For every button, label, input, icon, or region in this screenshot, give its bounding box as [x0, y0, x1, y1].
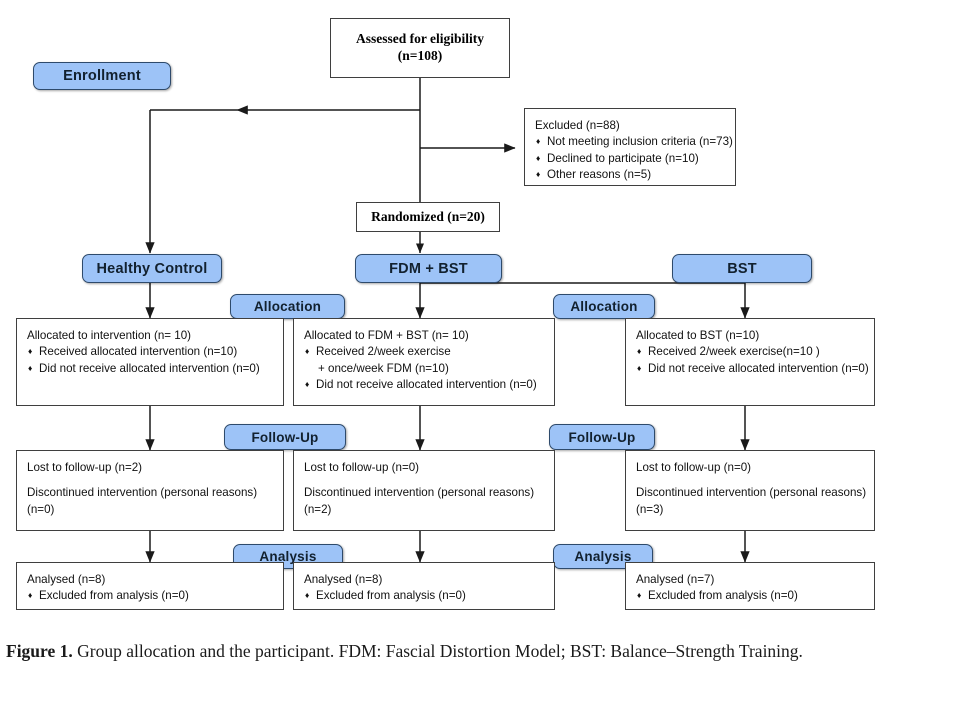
analysis-item: Excluded from analysis (n=0) [636, 588, 864, 604]
excluded-item: Not meeting inclusion criteria (n=73) [535, 134, 733, 150]
figure-caption-text: Group allocation and the participant. FD… [77, 641, 803, 661]
allocation-title: Allocated to FDM + BST (n= 10) [304, 329, 469, 342]
allocation-item: Did not receive allocated intervention (… [304, 377, 544, 393]
spacer [636, 476, 864, 485]
analysis-title: Analysed (n=7) [636, 573, 715, 586]
analysis-item: Excluded from analysis (n=0) [27, 588, 273, 604]
followup-lost: Lost to follow-up (n=0) [304, 461, 420, 474]
stage-pill-analysis-left-label: Analysis [259, 549, 317, 564]
allocation-title: Allocated to intervention (n= 10) [27, 329, 192, 342]
allocation-box-fdm-bst: Allocated to FDM + BST (n= 10) Received … [293, 318, 555, 406]
allocation-box-bst: Allocated to BST (n=10) Received 2/week … [625, 318, 875, 406]
allocation-item: Received 2/week exercise [304, 344, 544, 360]
figure-caption-label: Figure 1. [6, 641, 73, 661]
assessed-line-2: (n=108) [397, 48, 443, 63]
allocation-item: Received 2/week exercise(n=10 ) [636, 344, 864, 360]
followup-discontinued: Discontinued intervention (personal reas… [636, 486, 867, 500]
stage-pill-followup-left[interactable]: Follow-Up [224, 424, 346, 450]
followup-discontinued-count: (n=2) [304, 502, 332, 516]
assessed-line-1: Assessed for eligibility [356, 31, 484, 47]
analysis-item: Excluded from analysis (n=0) [304, 588, 544, 604]
stage-pill-enrollment[interactable]: Enrollment [33, 62, 171, 90]
allocation-box-healthy-control: Allocated to intervention (n= 10) Receiv… [16, 318, 284, 406]
group-pill-bst[interactable]: BST [672, 254, 812, 283]
stage-pill-analysis-right-label: Analysis [574, 549, 632, 564]
figure-caption: Figure 1. Group allocation and the parti… [6, 638, 968, 665]
stage-pill-allocation-right[interactable]: Allocation [553, 294, 655, 319]
followup-box-bst: Lost to follow-up (n=0) Discontinued int… [625, 450, 875, 531]
group-pill-fdm-bst-label: FDM + BST [389, 260, 468, 277]
excluded-item: Declined to participate (n=10) [535, 151, 725, 167]
excluded-box: Excluded (n=88) Not meeting inclusion cr… [524, 108, 736, 186]
allocation-item: Did not receive allocated intervention (… [27, 361, 273, 377]
group-pill-bst-label: BST [727, 260, 757, 277]
allocation-item: Received allocated intervention (n=10) [27, 344, 273, 360]
group-pill-fdm-bst[interactable]: FDM + BST [355, 254, 502, 283]
stage-pill-allocation-left[interactable]: Allocation [230, 294, 345, 319]
analysis-box-fdm-bst: Analysed (n=8) Excluded from analysis (n… [293, 562, 555, 610]
group-pill-healthy-control[interactable]: Healthy Control [82, 254, 222, 283]
stage-pill-followup-left-label: Follow-Up [251, 429, 319, 445]
allocation-item: Did not receive allocated intervention (… [636, 361, 869, 377]
stage-pill-allocation-left-label: Allocation [253, 299, 322, 314]
followup-box-fdm-bst: Lost to follow-up (n=0) Discontinued int… [293, 450, 555, 531]
analysis-title: Analysed (n=8) [304, 573, 383, 586]
randomized-label: Randomized (n=20) [371, 208, 485, 224]
group-pill-healthy-control-label: Healthy Control [96, 260, 208, 277]
stage-pill-enrollment-label: Enrollment [63, 68, 141, 84]
followup-discontinued: Discontinued intervention (personal reas… [304, 486, 535, 500]
followup-box-healthy-control: Lost to follow-up (n=2) Discontinued int… [16, 450, 284, 531]
stage-pill-followup-right-label: Follow-Up [568, 429, 636, 445]
spacer [27, 476, 273, 485]
followup-discontinued-count: (n=3) [636, 502, 664, 516]
excluded-item: Other reasons (n=5) [535, 167, 725, 183]
stage-pill-followup-right[interactable]: Follow-Up [549, 424, 655, 450]
randomized-box: Randomized (n=20) [356, 202, 500, 232]
analysis-title: Analysed (n=8) [27, 573, 106, 586]
followup-lost: Lost to follow-up (n=0) [636, 461, 752, 474]
assessed-for-eligibility-box: Assessed for eligibility (n=108) [330, 18, 510, 78]
stage-pill-allocation-right-label: Allocation [570, 299, 638, 314]
spacer [304, 476, 544, 485]
analysis-box-bst: Analysed (n=7) Excluded from analysis (n… [625, 562, 875, 610]
followup-discontinued-count: (n=0) [27, 502, 55, 516]
excluded-title: Excluded (n=88) [535, 119, 620, 132]
analysis-box-healthy-control: Analysed (n=8) Excluded from analysis (n… [16, 562, 284, 610]
followup-discontinued: Discontinued intervention (personal reas… [27, 486, 258, 500]
followup-lost: Lost to follow-up (n=2) [27, 461, 143, 474]
allocation-title: Allocated to BST (n=10) [636, 329, 760, 342]
allocation-item-continuation: + once/week FDM (n=10) [318, 361, 449, 375]
